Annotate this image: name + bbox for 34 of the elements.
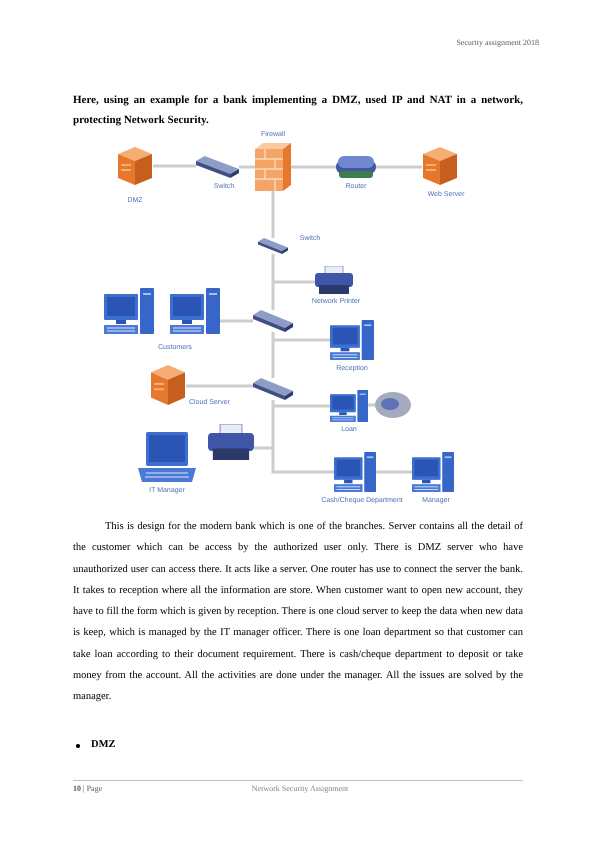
network-cable: [272, 191, 274, 238]
network-cable: [153, 164, 196, 168]
switch-icon: [196, 156, 239, 178]
network-cable: [376, 470, 412, 474]
scanner-icon: [375, 392, 411, 418]
printer-icon: [315, 266, 353, 294]
laptop-icon: [138, 432, 196, 482]
network-cable: [186, 384, 253, 388]
computer-icon: [104, 288, 154, 334]
firewall-icon: [255, 143, 291, 191]
network-cable: [239, 166, 255, 168]
intro-heading: Here, using an example for a bank implementing a DMZ, used IP and NAT in a network, protecting Network Security.: [73, 93, 523, 128]
computer-icon: [330, 390, 368, 422]
switch-icon: [258, 238, 288, 254]
computer-icon: [330, 320, 374, 360]
network-cable: [376, 166, 422, 168]
running-header: Security assignment 2018: [456, 38, 539, 48]
computer-icon: [412, 452, 454, 492]
computer-icon: [170, 288, 220, 334]
computer-icon: [334, 452, 376, 492]
server-icon: [422, 146, 458, 186]
footer-text: Network Security Assignment: [252, 784, 348, 794]
body-paragraph: This is design for the modern bank which is one of the branches. Server contains all the detail of the customer which can be access by the authorized user only. There is DMZ server who have unauthorized user can access there. It acts like a server. One router has use to connect the server the bank. It takes to reception where all the information are store. When customer want to open new account, they have to fill the form which is given by reception. There is one cloud server to keep the data when new data is keep, which is managed by the IT manager officer. There is one loan department so that customer can take loan according to their document requirement. There is cash/cheque department to deposit or take money from the account. All the activities are done under the manager. All the issues are solved by the manager.: [73, 520, 523, 704]
router-icon: [336, 156, 376, 178]
network-cable: [291, 166, 336, 168]
server-icon: [117, 146, 153, 186]
switch-icon: [253, 310, 293, 332]
server-icon: [150, 364, 186, 406]
printer-icon: [208, 424, 254, 460]
switch-icon: [253, 378, 293, 400]
network-cable: [368, 404, 375, 406]
bullet-item: DMZ: [91, 738, 116, 752]
network-cable: [220, 320, 253, 322]
page-number: 10 | Page: [73, 784, 102, 794]
